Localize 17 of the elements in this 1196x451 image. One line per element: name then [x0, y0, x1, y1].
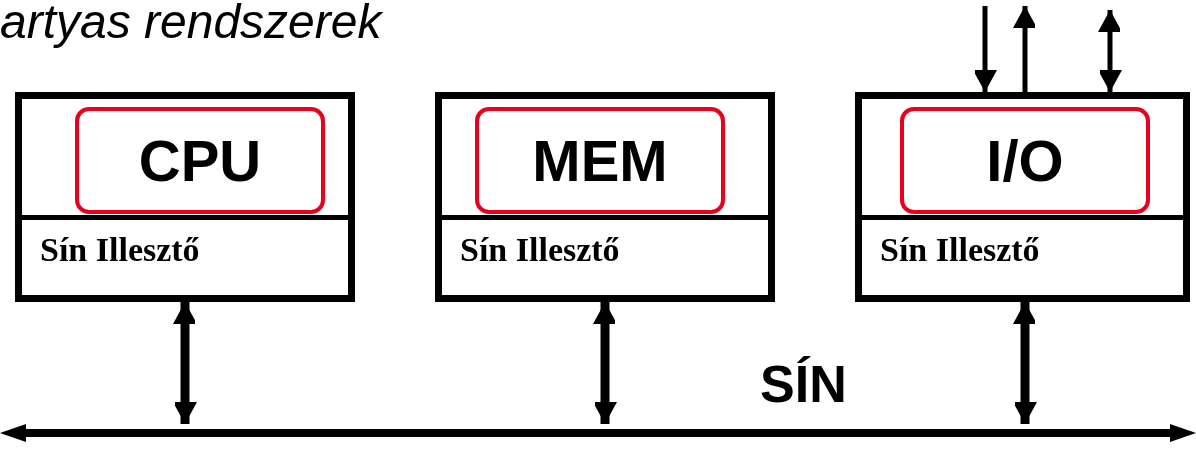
double-arrow [1013, 302, 1037, 424]
module-box [15, 92, 355, 302]
bus-interface-label: Sín Illesztő [460, 231, 620, 269]
double-arrow [1098, 10, 1122, 92]
unit-box: CPU [75, 107, 325, 214]
module-box [435, 92, 775, 302]
arrow [1013, 6, 1037, 92]
unit-box: I/O [900, 107, 1150, 214]
arrow [973, 6, 997, 92]
unit-box: MEM [475, 107, 725, 214]
double-arrow [173, 302, 197, 424]
title: artyas rendszerek [0, 0, 382, 49]
bus-label: SÍN [760, 354, 847, 414]
module-box [855, 92, 1190, 302]
bus-interface-label: Sín Illesztő [40, 231, 200, 269]
double-arrow [593, 302, 617, 424]
bus-interface-label: Sín Illesztő [880, 231, 1040, 269]
